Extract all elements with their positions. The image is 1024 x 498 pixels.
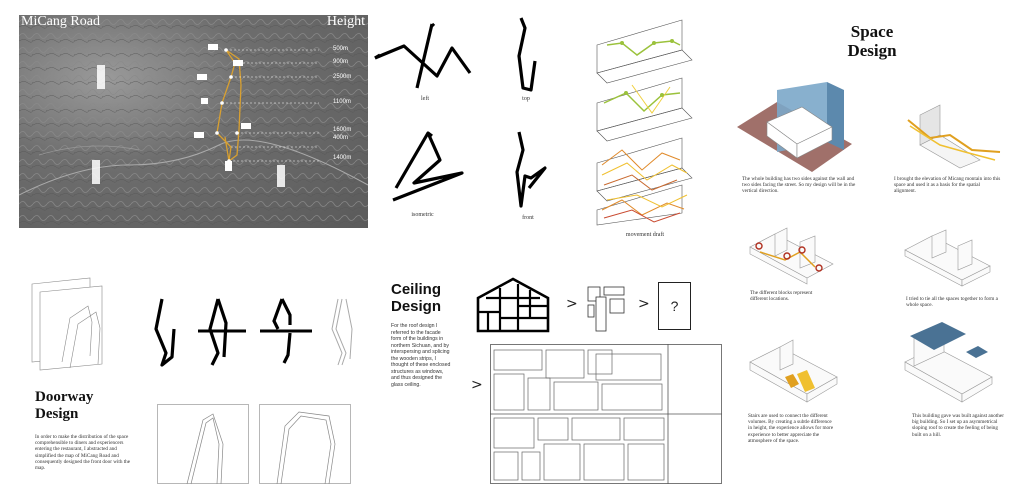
doorway-path-3	[260, 298, 312, 364]
height-label: Height	[326, 15, 365, 29]
micang-road-map: MiCang Road Height 500m 900m 2500m 1100m…	[19, 15, 368, 228]
movement-draft-caption: movement draft	[625, 232, 665, 238]
space-diagram-5	[749, 339, 838, 403]
space-diagram-2	[907, 104, 1001, 169]
space-caption-2: I brought the elevation of Micang montai…	[894, 176, 1001, 195]
path-front-view	[515, 131, 547, 208]
doorway-elevation-2	[259, 404, 351, 485]
altitude-label: 900m	[333, 59, 349, 65]
space-caption-1: The whole building has two sides against…	[742, 176, 856, 195]
ceiling-plan-diagram	[490, 344, 722, 484]
path-top-view	[517, 17, 537, 92]
path-left-view	[374, 22, 472, 89]
space-caption-6: This building gave was built against ano…	[912, 413, 1004, 438]
ceiling-blocks-diagram	[587, 286, 625, 332]
space-diagram-1	[737, 82, 852, 172]
question-box: ?	[658, 282, 691, 330]
arrow-icon: >	[638, 296, 650, 312]
doorway-design-title: Doorway Design	[35, 389, 94, 422]
left-view-caption: left	[421, 96, 429, 102]
map-graphics	[19, 15, 368, 228]
altitude-label: 1400m	[333, 155, 352, 161]
doorway-path-1	[154, 298, 176, 367]
space-design-title: Space Design	[847, 22, 897, 60]
movement-draft-diagrams	[596, 19, 693, 226]
arrow-icon: >	[566, 296, 578, 312]
doorway-elevation-1	[157, 404, 249, 485]
space-diagram-4	[904, 229, 991, 287]
map-title: MiCang Road	[21, 15, 100, 29]
space-diagram-3	[749, 227, 834, 285]
doorway-design-text: In order to make the distribution of the…	[35, 434, 131, 472]
doorway-path-2	[198, 298, 246, 366]
doorway-frames-diagram	[31, 277, 103, 371]
ceiling-design-text: For the roof design I referred to the fa…	[391, 323, 451, 388]
altitude-label: 2500m	[333, 74, 352, 80]
altitude-label: 1600m	[333, 127, 352, 133]
front-view-caption: front	[522, 215, 534, 221]
question-mark: ?	[670, 298, 679, 314]
space-diagram-6	[904, 322, 993, 403]
top-view-caption: top	[522, 96, 530, 102]
ceiling-facade-diagram	[476, 277, 550, 333]
space-caption-4: I tried to tie all the spaces together t…	[906, 296, 998, 309]
doorway-path-4	[331, 298, 353, 366]
space-caption-3: The different blocks represent different…	[750, 290, 813, 303]
space-caption-5: Stairs are used to connect the different…	[748, 413, 834, 444]
path-isometric-view	[392, 131, 464, 202]
ceiling-design-title: Ceiling Design	[391, 281, 442, 315]
altitude-label: 500m	[333, 46, 349, 52]
altitude-label: 1100m	[333, 99, 351, 105]
altitude-label: 400m	[333, 135, 349, 141]
arrow-icon: >	[471, 377, 483, 393]
isometric-view-caption: isometric	[411, 212, 434, 218]
